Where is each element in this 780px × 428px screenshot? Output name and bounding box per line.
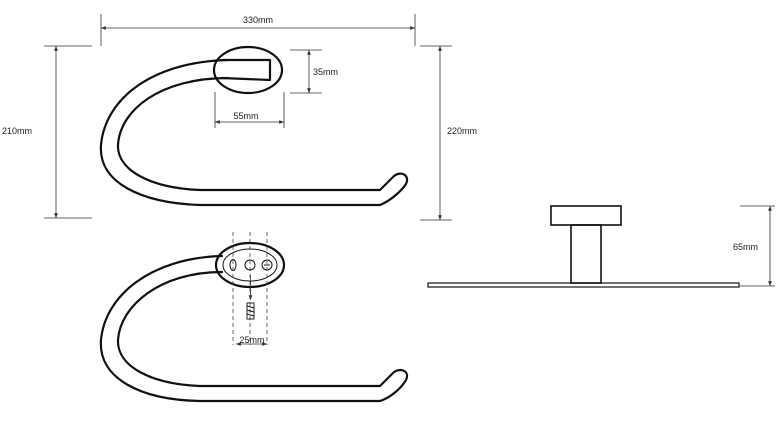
dimension-lines — [44, 14, 775, 346]
ring-outer-contour — [99, 58, 409, 207]
dim-rosette-height-label: 35mm — [313, 67, 338, 77]
arm-end — [220, 58, 272, 82]
front-view — [99, 45, 409, 207]
dim-hole-spacing-label: 25mm — [239, 335, 264, 345]
side-view — [427, 205, 740, 288]
dim-left-height-label: 210mm — [2, 126, 32, 136]
ring-outer-contour-lower — [99, 254, 409, 403]
dim-right-height-label: 220mm — [447, 126, 477, 136]
dim-width-label: 330mm — [243, 15, 273, 25]
mounting-view — [99, 232, 409, 403]
side-rosette-cap — [550, 205, 622, 226]
side-stem — [570, 224, 602, 284]
screw-icon — [246, 275, 255, 320]
dim-projection-label: 65mm — [733, 242, 758, 252]
rosette — [212, 45, 284, 95]
dim-rosette-width-label: 55mm — [233, 111, 258, 121]
dimension-labels: 330mm 35mm 55mm 210mm 220mm 65mm 25mm — [2, 15, 758, 345]
side-base-plate — [427, 282, 740, 288]
